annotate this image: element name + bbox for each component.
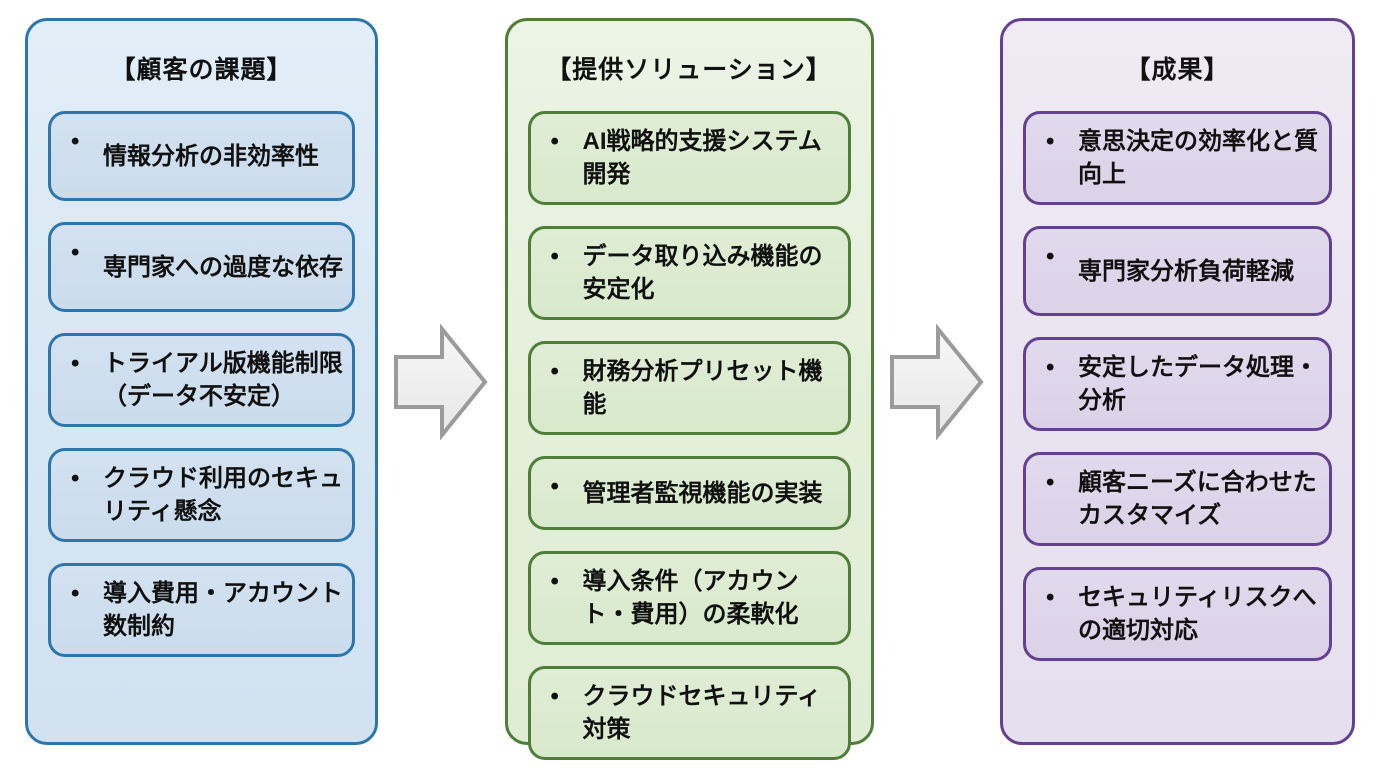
- list-item: • AI戦略的支援システム開発: [527, 111, 851, 205]
- item-text: 導入条件（アカウント・費用）の柔軟化: [582, 568, 799, 628]
- list-item: • 専門家分析負荷軽減: [1023, 226, 1332, 316]
- item-text: 安定したデータ処理・分析: [1078, 354, 1318, 414]
- list-item: • 財務分析プリセット機能: [527, 341, 851, 435]
- list-item: • 顧客ニーズに合わせたカスタマイズ: [1023, 452, 1332, 546]
- list-item: • 安定したデータ処理・分析: [1023, 337, 1332, 431]
- item-text: セキュリティリスクへの適切対応: [1078, 584, 1317, 644]
- bullet-icon: •: [550, 473, 559, 500]
- arrow-right-icon: [394, 323, 488, 440]
- item-list-customer-issues: • 情報分析の非効率性 • 専門家への過度な依存 • トライアル版機能制限（デー…: [48, 111, 355, 657]
- arrow-gap: [874, 18, 1001, 745]
- bullet-icon: •: [1046, 469, 1055, 496]
- list-item: • トライアル版機能制限（データ不安定）: [48, 333, 355, 427]
- bullet-icon: •: [71, 350, 80, 377]
- item-text: クラウドセキュリティ対策: [582, 683, 822, 743]
- panel-title-provided-solutions: 【提供ソリューション】: [546, 56, 832, 84]
- list-item: • 導入費用・アカウント数制約: [48, 563, 355, 657]
- panel-title-customer-issues: 【顧客の課題】: [110, 56, 293, 84]
- item-text: 専門家への過度な依存: [103, 253, 343, 281]
- list-item: • データ取り込み機能の安定化: [527, 226, 851, 320]
- arrow-right-icon: [889, 323, 984, 440]
- item-text: AI戦略的支援システム開発: [582, 128, 822, 188]
- bullet-icon: •: [1046, 128, 1055, 155]
- panel-results: 【成果】 • 意思決定の効率化と質向上 • 専門家分析負荷軽減 • 安定したデー…: [1000, 18, 1355, 745]
- item-text: 意思決定の効率化と質向上: [1078, 128, 1318, 188]
- bullet-icon: •: [71, 239, 80, 266]
- list-item: • 管理者監視機能の実装: [527, 456, 851, 530]
- item-list-provided-solutions: • AI戦略的支援システム開発 • データ取り込み機能の安定化 • 財務分析プリ…: [527, 111, 851, 760]
- list-item: • クラウド利用のセキュリティ懸念: [48, 448, 355, 542]
- panel-provided-solutions: 【提供ソリューション】 • AI戦略的支援システム開発 • データ取り込み機能の…: [504, 18, 874, 760]
- item-text: トライアル版機能制限（データ不安定）: [103, 350, 343, 410]
- list-item: • 情報分析の非効率性: [48, 111, 355, 201]
- item-text: 情報分析の非効率性: [103, 142, 319, 170]
- item-text: クラウド利用のセキュリティ懸念: [103, 465, 343, 525]
- list-item: • セキュリティリスクへの適切対応: [1023, 567, 1332, 661]
- bullet-icon: •: [550, 683, 559, 710]
- bullet-icon: •: [550, 358, 559, 385]
- bullet-icon: •: [1046, 584, 1055, 611]
- arrow-gap: [378, 18, 505, 745]
- item-text: 顧客ニーズに合わせたカスタマイズ: [1078, 469, 1317, 529]
- list-item: • 導入条件（アカウント・費用）の柔軟化: [527, 551, 851, 645]
- item-text: データ取り込み機能の安定化: [582, 243, 823, 303]
- item-text: 財務分析プリセット機能: [582, 358, 823, 418]
- bullet-icon: •: [71, 128, 80, 155]
- bullet-icon: •: [550, 128, 559, 155]
- item-list-results: • 意思決定の効率化と質向上 • 専門家分析負荷軽減 • 安定したデータ処理・分…: [1023, 111, 1332, 661]
- bullet-icon: •: [1046, 243, 1055, 270]
- bullet-icon: •: [550, 243, 559, 270]
- item-text: 導入費用・アカウント数制約: [103, 580, 343, 640]
- list-item: • 専門家への過度な依存: [48, 222, 355, 312]
- list-item: • クラウドセキュリティ対策: [527, 666, 851, 760]
- item-text: 管理者監視機能の実装: [582, 479, 823, 507]
- panel-title-results: 【成果】: [1125, 56, 1230, 84]
- bullet-icon: •: [71, 465, 80, 492]
- bullet-icon: •: [71, 580, 80, 607]
- list-item: • 意思決定の効率化と質向上: [1023, 111, 1332, 205]
- item-text: 専門家分析負荷軽減: [1078, 257, 1294, 285]
- bullet-icon: •: [550, 568, 559, 595]
- bullet-icon: •: [1046, 354, 1055, 381]
- panel-customer-issues: 【顧客の課題】 • 情報分析の非効率性 • 専門家への過度な依存 • トライアル…: [25, 18, 378, 745]
